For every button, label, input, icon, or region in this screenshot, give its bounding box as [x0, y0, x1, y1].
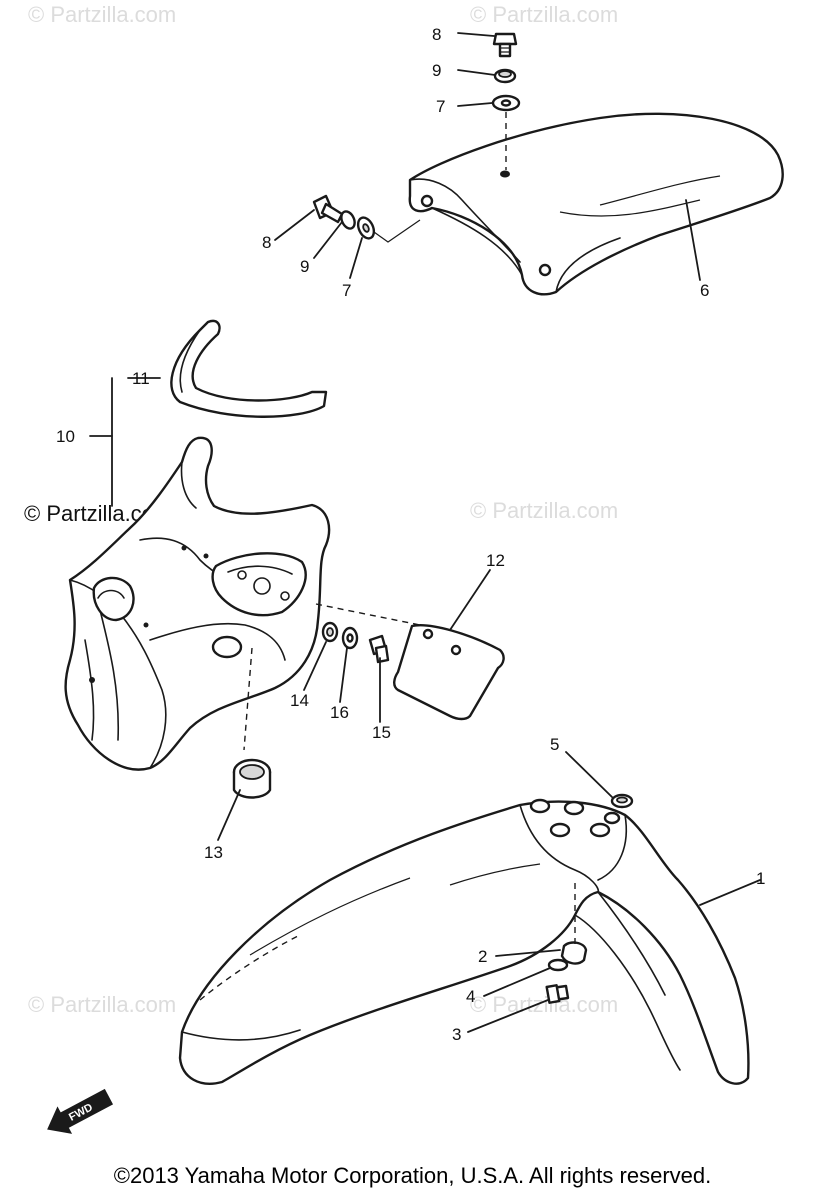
plate-hardware [321, 621, 390, 664]
callout-9-top: 9 [432, 61, 441, 80]
callout-10: 10 [56, 427, 75, 446]
callout-11: 11 [132, 369, 150, 388]
callout-2: 2 [478, 947, 487, 966]
watermark-bottom-right: © Partzilla.com [470, 992, 618, 1017]
callout-15: 15 [372, 723, 391, 742]
callout-12: 12 [486, 551, 505, 570]
front-fender [178, 798, 750, 1085]
callout-4: 4 [466, 987, 475, 1006]
watermark-top-left: © Partzilla.com [28, 2, 176, 27]
grommet [232, 758, 272, 799]
callout-8-side: 8 [262, 233, 271, 252]
forward-arrow-icon: FWD [47, 1088, 114, 1134]
headlight-housing [64, 319, 331, 771]
watermark-bottom-left: © Partzilla.com [28, 992, 176, 1017]
number-plate [393, 624, 505, 721]
watermark-top-right: © Partzilla.com [470, 2, 618, 27]
callout-6: 6 [700, 281, 709, 300]
copyright-notice: ©2013 Yamaha Motor Corporation, U.S.A. A… [113, 1163, 712, 1188]
callout-14: 14 [290, 691, 309, 710]
callout-7-top: 7 [436, 97, 445, 116]
callout-5: 5 [550, 735, 559, 754]
top-bolt-stack [491, 32, 521, 170]
front-fender-hardware [545, 793, 634, 1004]
callout-3: 3 [452, 1025, 461, 1044]
callout-7-side: 7 [342, 281, 351, 300]
leader-lines [89, 32, 761, 1033]
watermark-mid-right: © Partzilla.com [470, 498, 618, 523]
callout-13: 13 [204, 843, 223, 862]
side-bolt-stack [312, 194, 421, 243]
rear-fender [408, 112, 784, 296]
callout-8-top: 8 [432, 25, 441, 44]
callout-9-side: 9 [300, 257, 309, 276]
callout-1: 1 [756, 869, 765, 888]
callout-16: 16 [330, 703, 349, 722]
